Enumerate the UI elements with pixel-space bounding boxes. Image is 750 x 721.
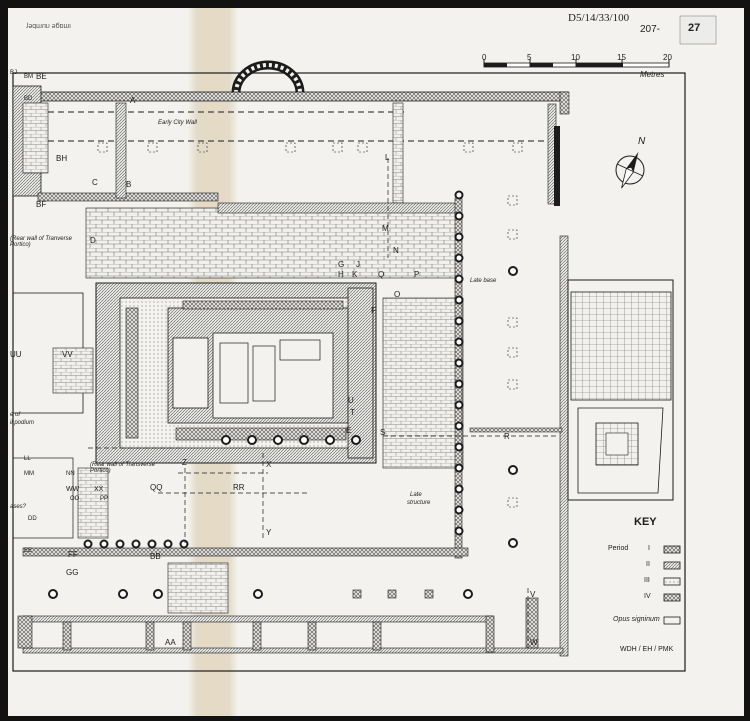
key-period-label: Period bbox=[608, 545, 629, 552]
note-podium-1: e of bbox=[10, 412, 21, 418]
scale-tick-15: 15 bbox=[617, 53, 626, 62]
sheet-page-number: 207- bbox=[640, 24, 661, 35]
label-N: N bbox=[393, 246, 399, 255]
label-F: F bbox=[371, 306, 376, 315]
podium-columns bbox=[221, 435, 361, 445]
label-BM: BM bbox=[24, 74, 33, 80]
key-numeral-1: I bbox=[648, 545, 650, 552]
label-BF: BF bbox=[36, 200, 47, 209]
north-label: N bbox=[638, 136, 646, 147]
note-late-structure-1: Late bbox=[410, 492, 422, 498]
label-DD: DD bbox=[28, 516, 37, 522]
note-podium-2: il podium bbox=[10, 420, 35, 426]
label-Z: Z bbox=[182, 458, 187, 467]
south-columns bbox=[48, 539, 473, 599]
label-BD: BD bbox=[24, 96, 33, 102]
label-Q: Q bbox=[378, 270, 385, 279]
label-C: C bbox=[92, 178, 98, 187]
mirrored-imprint: ɿɘdmun ɘϱɒmi bbox=[26, 22, 71, 29]
scale-tick-10: 10 bbox=[571, 53, 580, 62]
note-rear-wall-transverse: (Rear wall of Tranverse Portico) bbox=[10, 236, 72, 248]
scale-tick-20: 20 bbox=[663, 53, 672, 62]
label-RR: RR bbox=[233, 483, 245, 492]
label-EE: EE bbox=[24, 548, 33, 554]
label-XX: XX bbox=[94, 486, 104, 493]
scale-tick-0: 0 bbox=[482, 53, 487, 62]
note-fragment: ases? bbox=[10, 504, 27, 510]
label-T: T bbox=[350, 408, 355, 417]
label-X: X bbox=[266, 460, 272, 469]
key-opus-signinum: Opus signinum bbox=[613, 616, 660, 623]
label-R: R bbox=[504, 432, 510, 441]
note-late-base: Late base bbox=[470, 278, 497, 284]
site-plan-drawing bbox=[12, 15, 717, 672]
label-U: U bbox=[348, 396, 354, 405]
label-UU: UU bbox=[10, 350, 22, 359]
key-numeral-4: IV bbox=[644, 593, 651, 600]
label-BJ: BJ bbox=[10, 70, 18, 76]
scale-tick-5: 5 bbox=[527, 53, 532, 62]
key-swatches bbox=[663, 545, 681, 625]
temple-podium bbox=[95, 282, 377, 464]
sheet-number: 27 bbox=[688, 22, 701, 34]
label-B: B bbox=[126, 180, 132, 189]
label-GG: GG bbox=[66, 568, 79, 577]
label-MM: MM bbox=[24, 471, 34, 477]
label-S: S bbox=[380, 428, 386, 437]
label-Y: Y bbox=[266, 528, 272, 537]
key-numeral-2: II bbox=[646, 561, 650, 568]
key-title: KEY bbox=[634, 516, 657, 528]
label-L: L bbox=[385, 153, 390, 162]
label-H: H bbox=[338, 270, 344, 279]
label-W: W bbox=[530, 638, 538, 647]
label-O: O bbox=[394, 290, 401, 299]
drafter-credit: WDH / EH / PMK bbox=[620, 646, 674, 653]
note-rear-wall-transverse-2: (Rear wall of Transverse Portico) bbox=[90, 462, 155, 474]
label-A: A bbox=[130, 96, 136, 105]
label-G: G bbox=[338, 260, 345, 269]
archive-reference: D5/14/33/100 bbox=[568, 12, 630, 24]
label-E: E bbox=[346, 426, 352, 435]
note-early-city-wall: Early City Wall bbox=[158, 120, 197, 126]
label-VV: VV bbox=[62, 350, 73, 359]
key-numeral-3: III bbox=[644, 577, 650, 584]
label-BE: BE bbox=[36, 72, 47, 81]
label-AA: AA bbox=[165, 638, 176, 647]
label-OO: OO bbox=[70, 496, 80, 502]
label-FF: FF bbox=[68, 550, 78, 559]
label-P: P bbox=[414, 270, 420, 279]
label-BH: BH bbox=[56, 154, 68, 163]
label-V: V bbox=[530, 590, 536, 599]
label-J: J bbox=[356, 260, 360, 269]
label-WW: WW bbox=[66, 486, 80, 493]
plan-sheet: D5/14/33/100 207- 27 ɿɘdmun ɘϱɒmi 0 5 10… bbox=[8, 8, 744, 716]
note-late-structure-2: structure bbox=[407, 500, 431, 506]
east-columns bbox=[454, 190, 464, 536]
label-K: K bbox=[352, 270, 358, 279]
scale-bar bbox=[483, 59, 670, 68]
scale-unit: Metres bbox=[640, 70, 665, 79]
label-QQ: QQ bbox=[150, 483, 163, 492]
label-M: M bbox=[382, 224, 389, 233]
label-D: D bbox=[90, 236, 96, 245]
label-NN: NN bbox=[66, 471, 75, 477]
north-arrow bbox=[615, 151, 645, 189]
label-BB: BB bbox=[150, 552, 161, 561]
label-LL: LL bbox=[24, 456, 31, 462]
label-PP: PP bbox=[100, 496, 109, 502]
